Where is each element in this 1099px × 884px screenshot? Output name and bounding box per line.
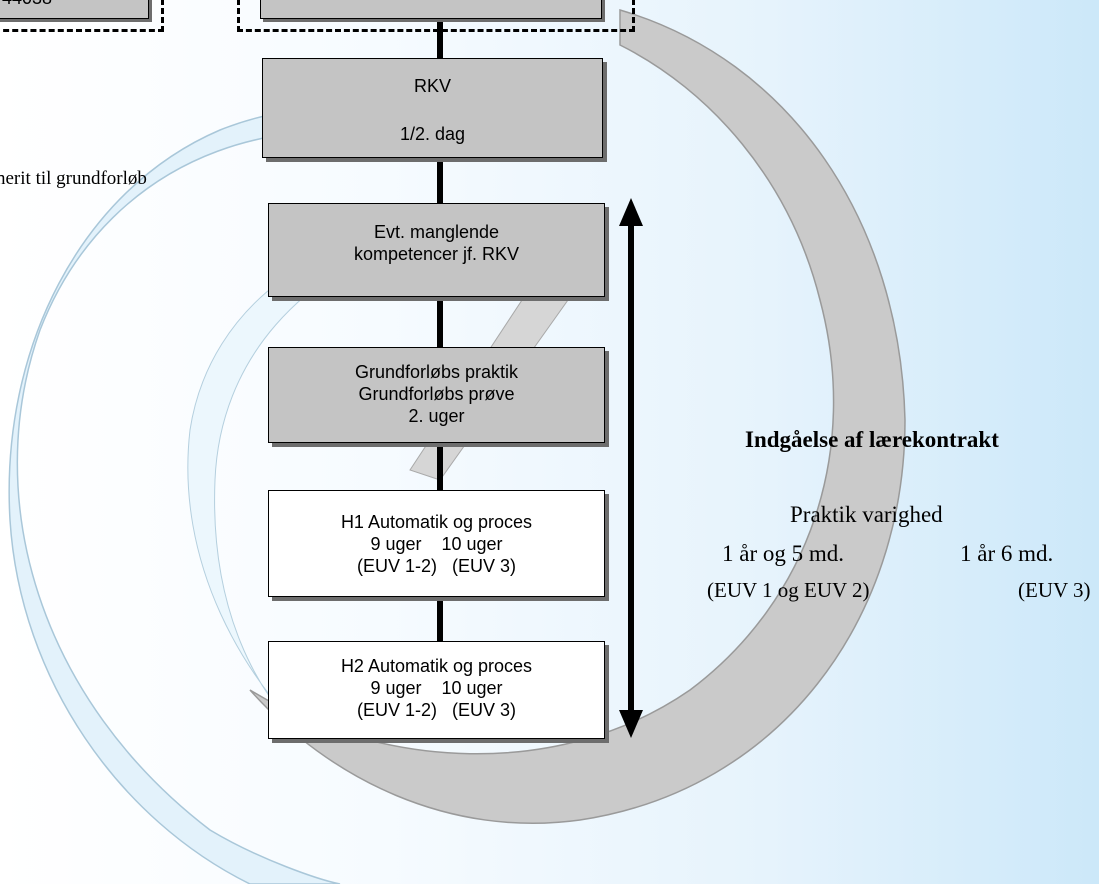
top-left-dashed-frame: 44038 (0, 0, 164, 32)
h1-course-weeks: 9 uger 10 uger (370, 534, 503, 554)
basic-course-practice-line2: Grundforløbs prøve (358, 384, 515, 404)
h1-course-euv: (EUV 1-2) (EUV 3) (356, 556, 517, 576)
left-note: nerit til grundforløb (0, 168, 147, 189)
top-center-box (260, 0, 602, 19)
practice-euv-b: (EUV 3) (1018, 578, 1091, 602)
top-center-dashed-frame (237, 0, 635, 32)
practice-duration-a: 1 år og 5 md. (722, 541, 845, 566)
missing-competences-box: Evt. manglende kompetencer jf. RKV (268, 203, 605, 297)
h2-course-title: H2 Automatik og proces (340, 656, 533, 676)
missing-competences-line2: kompetencer jf. RKV (353, 244, 520, 264)
basic-course-practice-box: Grundforløbs praktik Grundforløbs prøve … (268, 347, 605, 443)
h2-course-euv: (EUV 1-2) (EUV 3) (356, 700, 517, 720)
missing-competences-line1: Evt. manglende (373, 222, 500, 242)
h2-course-box: H2 Automatik og proces 9 uger 10 uger (E… (268, 641, 605, 739)
basic-course-practice-line1: Grundforløbs praktik (354, 362, 519, 382)
practice-duration-b: 1 år 6 md. (960, 541, 1054, 566)
contract-heading: Indgåelse af lærekontrakt (745, 427, 999, 452)
h2-course-weeks: 9 uger 10 uger (370, 678, 503, 698)
rkv-duration: 1/2. dag (399, 124, 466, 144)
swirl-blue-outer (8, 108, 471, 884)
rkv-box: RKV 1/2. dag (262, 58, 603, 158)
swirl-gray-crescent (249, 8, 906, 824)
practice-duration-label: Praktik varighed (790, 502, 943, 527)
rkv-title: RKV (413, 76, 451, 96)
h1-course-box: H1 Automatik og proces 9 uger 10 uger (E… (268, 490, 605, 597)
h1-course-title: H1 Automatik og proces (340, 512, 533, 532)
practice-euv-a: (EUV 1 og EUV 2) (707, 578, 870, 602)
basic-course-practice-line3: 2. uger (408, 406, 465, 426)
top-left-box-text: 44038 (2, 0, 52, 9)
top-left-box: 44038 (0, 0, 149, 19)
duration-double-arrow (619, 198, 643, 738)
